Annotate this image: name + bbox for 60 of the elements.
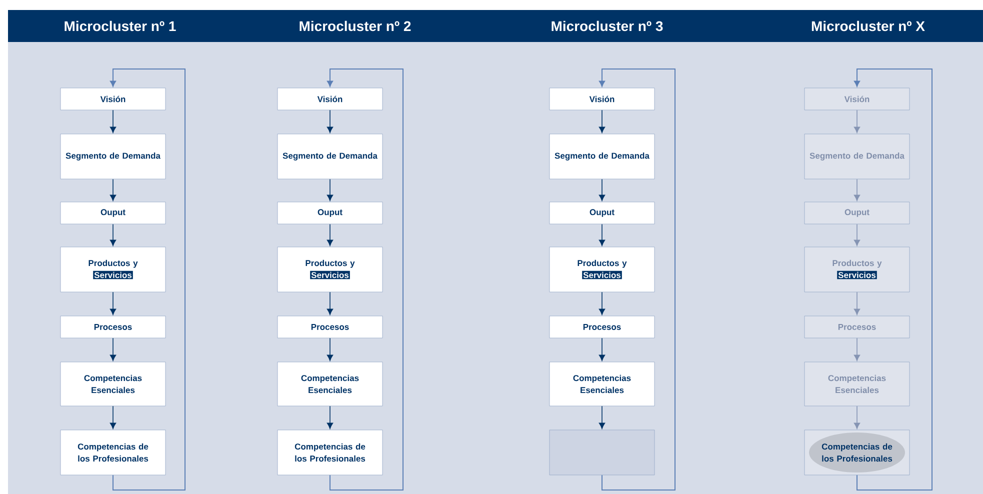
- process-box: Productos y Servicios: [60, 246, 166, 292]
- arrow: [110, 406, 116, 429]
- process-box: Segmento de Demanda: [277, 134, 383, 180]
- arrow: [326, 110, 334, 133]
- process-box: Competencias Esenciales: [60, 362, 166, 406]
- arrow: [854, 178, 860, 201]
- arrow: [326, 338, 334, 361]
- arrow: [854, 338, 860, 361]
- arrow: [598, 110, 606, 133]
- empty-box: [549, 430, 655, 476]
- arrow: [598, 224, 606, 246]
- process-box: Visión: [549, 88, 655, 110]
- process-box: Ouput: [804, 202, 910, 224]
- process-box: Visión: [60, 88, 166, 110]
- arrow: [110, 292, 116, 315]
- process-box: Visión: [277, 88, 383, 110]
- process-box: Procesos: [277, 316, 383, 338]
- process-box: Segmento de Demanda: [549, 134, 655, 180]
- column-heading: Microcluster nº 1: [64, 20, 176, 32]
- arrow: [854, 292, 860, 315]
- arrow: [110, 224, 116, 246]
- arrow: [110, 178, 116, 201]
- process-box: Visión: [804, 88, 910, 110]
- arrow: [598, 338, 606, 361]
- process-box: Procesos: [804, 316, 910, 338]
- process-box: Procesos: [549, 316, 655, 338]
- arrow: [854, 110, 860, 133]
- process-box: Competencias de los Profesionales: [60, 430, 166, 476]
- process-box: Competencias Esenciales: [804, 362, 910, 406]
- process-box: Productos y Servicios: [804, 246, 910, 292]
- arrow: [598, 178, 606, 201]
- arrow: [326, 406, 334, 429]
- feedback-arrow: [599, 68, 676, 490]
- arrow: [326, 224, 334, 246]
- feedback-arrow: [327, 68, 404, 490]
- arrow: [598, 292, 606, 315]
- column-heading: Microcluster nº X: [812, 20, 925, 32]
- arrow: [598, 406, 606, 429]
- process-box: Procesos: [60, 316, 166, 338]
- process-box: Competencias de los Profesionales: [804, 430, 910, 476]
- process-box: Ouput: [549, 202, 655, 224]
- arrow: [326, 292, 334, 315]
- arrow: [326, 178, 334, 201]
- process-box: Segmento de Demanda: [804, 134, 910, 180]
- process-box: Segmento de Demanda: [60, 134, 166, 180]
- process-box: Competencias Esenciales: [549, 362, 655, 406]
- process-box: Competencias Esenciales: [277, 362, 383, 406]
- arrow: [854, 406, 860, 429]
- arrow: [110, 338, 116, 361]
- process-box: Productos y Servicios: [277, 246, 383, 292]
- arrow: [110, 110, 116, 133]
- feedback-arrow: [854, 68, 932, 490]
- process-box: Competencias de los Profesionales: [277, 430, 383, 476]
- arrow: [854, 224, 860, 246]
- column-heading: Microcluster nº 3: [552, 20, 663, 32]
- column-heading: Microcluster nº 2: [300, 20, 411, 32]
- feedback-arrow: [110, 68, 186, 490]
- process-box: Productos y Servicios: [549, 246, 655, 292]
- process-box: Ouput: [277, 202, 383, 224]
- process-box: Ouput: [60, 202, 166, 224]
